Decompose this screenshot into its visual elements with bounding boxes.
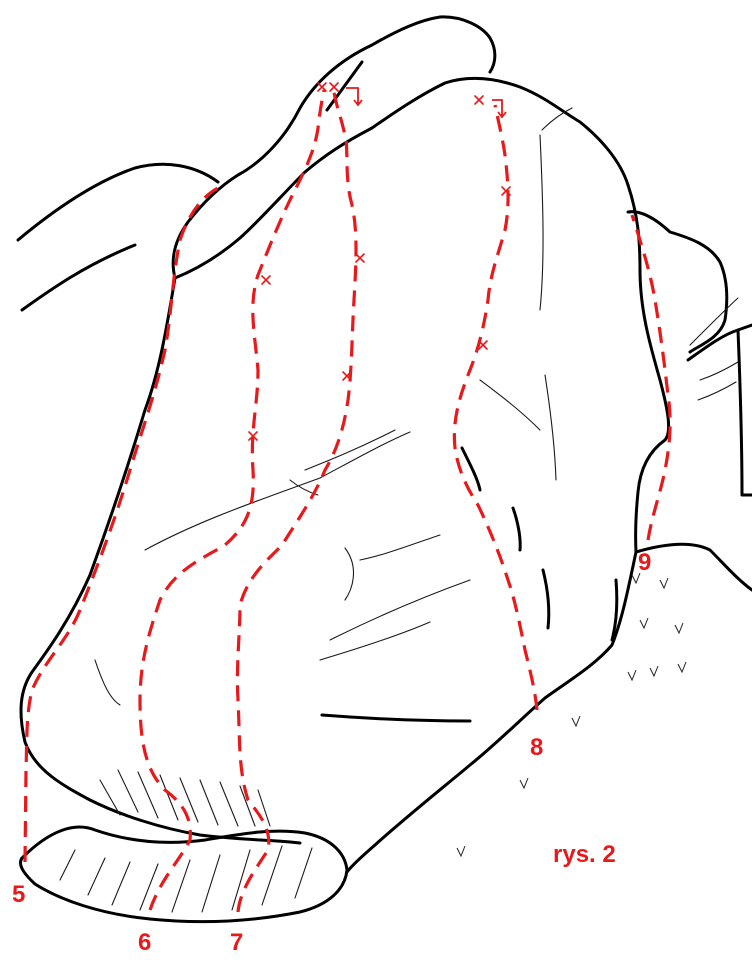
route-number-7: 7 xyxy=(230,929,243,956)
right-pillar xyxy=(628,212,727,352)
right-pillar-edge xyxy=(738,330,752,495)
crack-right-2 xyxy=(543,570,549,628)
routes xyxy=(25,90,670,912)
bolt-marker xyxy=(330,83,338,91)
grass-marks xyxy=(457,573,686,856)
right-ground-line xyxy=(636,544,752,590)
bolt-marker xyxy=(356,254,364,262)
route-number-6: 6 xyxy=(138,929,151,956)
main-right-edge xyxy=(628,185,669,440)
figure-label: rys. 2 xyxy=(553,841,616,868)
bolt-marker xyxy=(479,341,487,349)
bolts xyxy=(249,83,510,440)
bolt-marker xyxy=(318,83,326,91)
rock-outline xyxy=(18,17,752,922)
route-number-8: 8 xyxy=(530,734,543,761)
crack-right-1 xyxy=(513,508,520,550)
route-numbers: 5 6 7 8 9 xyxy=(12,549,651,956)
bolt-marker xyxy=(262,276,270,284)
route-6-line xyxy=(140,90,324,910)
route-8-line xyxy=(454,105,537,710)
anchor-icon xyxy=(346,88,362,105)
top-cap-block xyxy=(173,17,495,278)
roof-line xyxy=(322,715,470,721)
anchor-icon xyxy=(492,100,506,117)
left-background-rock xyxy=(18,164,218,240)
main-lower-right-edge xyxy=(347,552,636,872)
route-number-9: 9 xyxy=(638,549,651,576)
bolt-marker xyxy=(475,96,483,104)
route-number-5: 5 xyxy=(12,881,25,908)
left-background-ledge xyxy=(22,245,135,310)
cap-joint xyxy=(175,78,628,278)
